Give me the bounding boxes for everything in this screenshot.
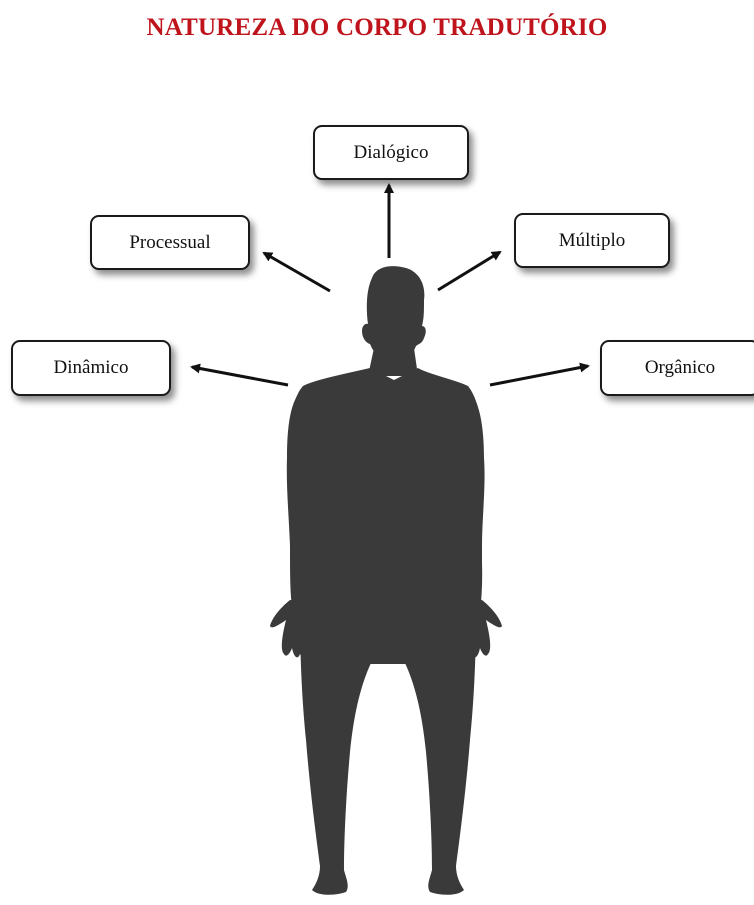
node-dialogico: Dialógico	[313, 125, 469, 180]
arrow-to-organico	[490, 366, 588, 385]
node-organico: Orgânico	[600, 340, 754, 396]
node-multiplo: Múltiplo	[514, 213, 670, 268]
arrow-to-processual	[264, 253, 330, 291]
arrow-to-dinamico	[192, 367, 288, 385]
human-silhouette	[270, 266, 502, 895]
node-dinamico: Dinâmico	[11, 340, 171, 396]
node-processual: Processual	[90, 215, 250, 270]
arrow-to-multiplo	[438, 252, 500, 290]
